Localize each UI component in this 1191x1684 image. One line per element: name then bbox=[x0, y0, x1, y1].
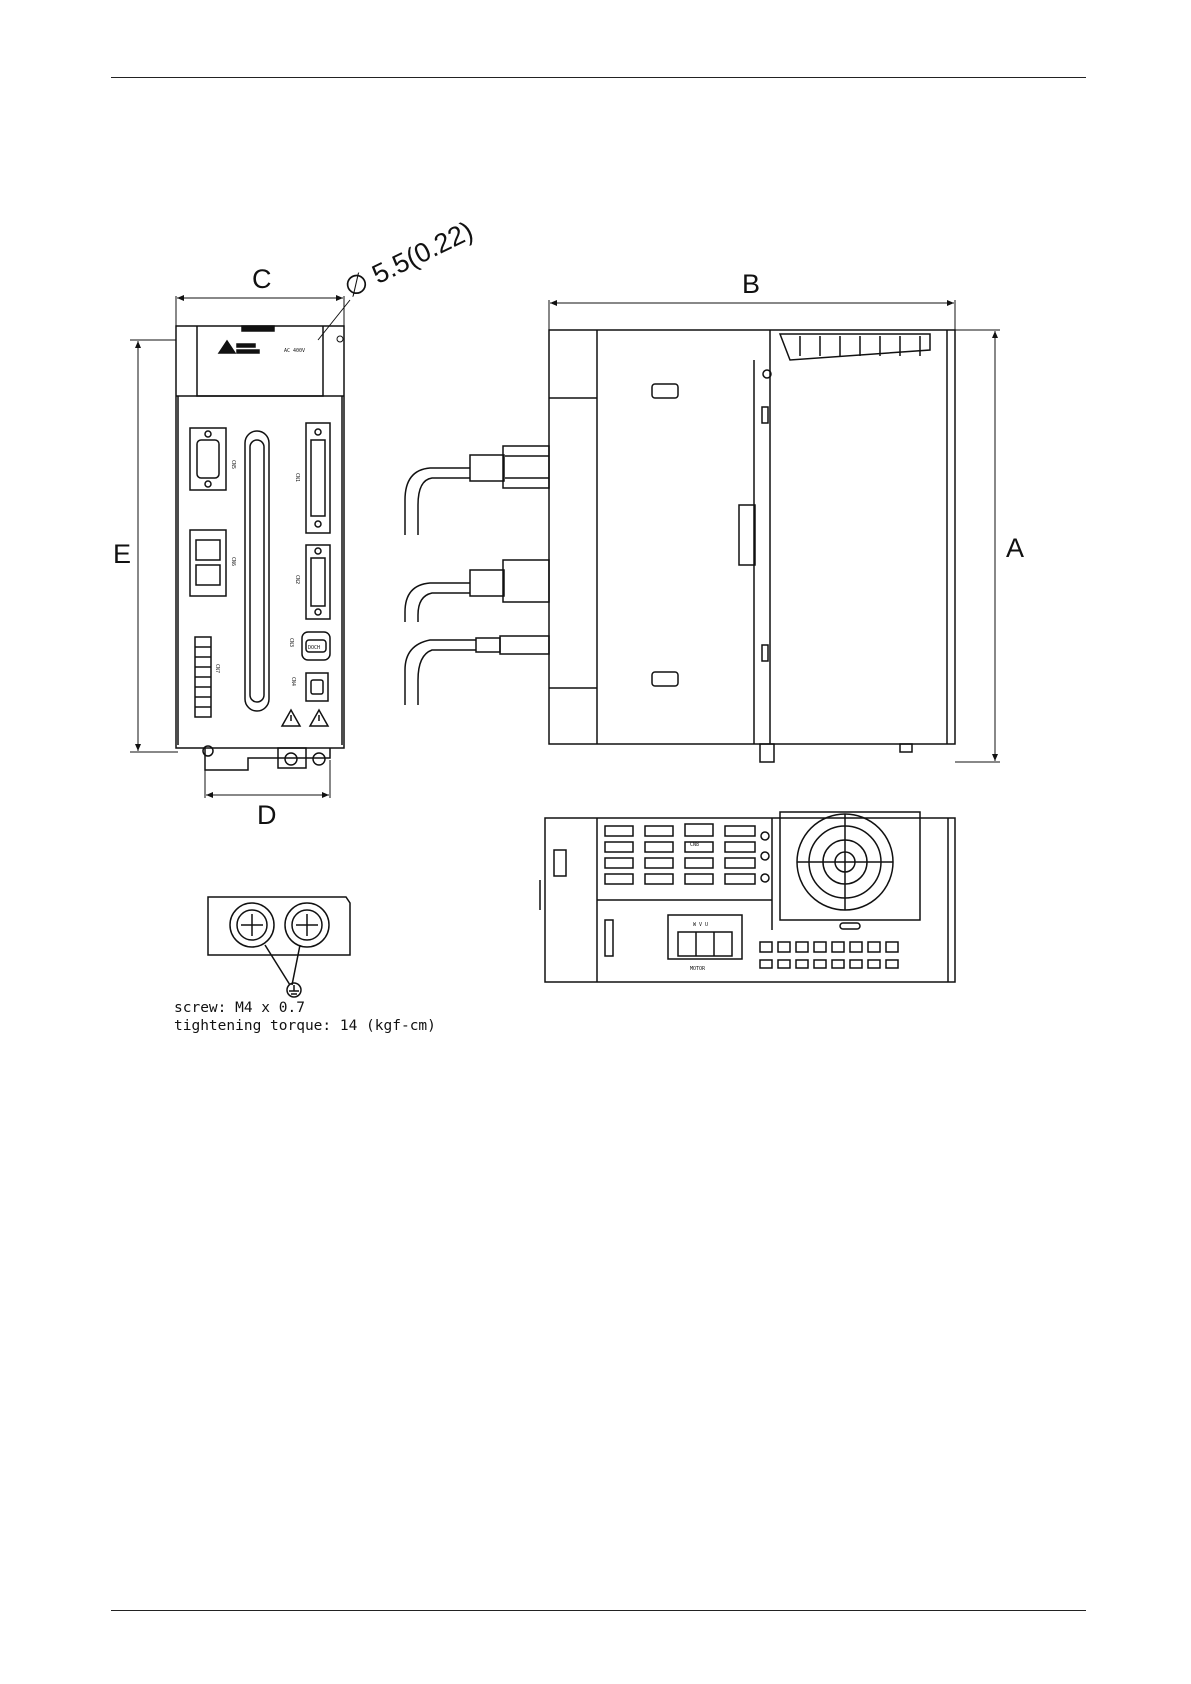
cn7-label: CN7 bbox=[214, 664, 220, 673]
rating-label: AC 400V bbox=[284, 348, 305, 354]
cable-cn1 bbox=[505, 456, 549, 478]
cn2-port bbox=[306, 545, 330, 619]
dim-e-label: E bbox=[113, 539, 131, 569]
cn3-label: CN3 bbox=[288, 638, 294, 647]
fan-housing bbox=[780, 812, 920, 920]
cn3-port-text: DOCH bbox=[308, 645, 320, 651]
cn2-label: CN2 bbox=[294, 575, 300, 584]
front-top-cap bbox=[197, 326, 323, 396]
dim-a-label: A bbox=[1006, 533, 1024, 563]
cn8-port bbox=[685, 824, 713, 836]
side-housing bbox=[549, 330, 955, 744]
bottom-view bbox=[540, 812, 955, 982]
hole-label: ∅ 5.5(0.22) bbox=[339, 215, 477, 303]
front-labels: AC 400V CN5 CN6 CN1 CN2 CN3 DOCH CN4 CN7 bbox=[214, 348, 320, 686]
cable-cn3 bbox=[500, 636, 549, 654]
side-view bbox=[405, 330, 955, 762]
cable-cn2 bbox=[503, 560, 549, 602]
cn8-label: CN8 bbox=[690, 842, 699, 848]
motor-terminals-label: W V U bbox=[693, 922, 708, 928]
dim-b-label: B bbox=[742, 269, 760, 299]
front-housing bbox=[176, 326, 344, 748]
cn1-label: CN1 bbox=[294, 473, 300, 482]
ground-screw-detail bbox=[208, 897, 350, 997]
cn4-label: CN4 bbox=[290, 677, 296, 686]
cn4-port bbox=[306, 673, 328, 701]
delta-logo-icon bbox=[219, 341, 235, 353]
hole-leader bbox=[318, 300, 350, 340]
screw-spec: screw: M4 x 0.7 bbox=[174, 1000, 305, 1016]
torque-spec: tightening torque: 14 (kgf-cm) bbox=[174, 1018, 436, 1034]
motor-label: MOTOR bbox=[690, 966, 706, 972]
dim-d-label: D bbox=[257, 800, 277, 830]
cn5-label: CN5 bbox=[230, 460, 236, 469]
cn6-label: CN6 bbox=[230, 557, 236, 566]
dim-c-label: C bbox=[252, 264, 272, 294]
front-slot bbox=[245, 431, 269, 711]
front-view bbox=[176, 326, 344, 770]
